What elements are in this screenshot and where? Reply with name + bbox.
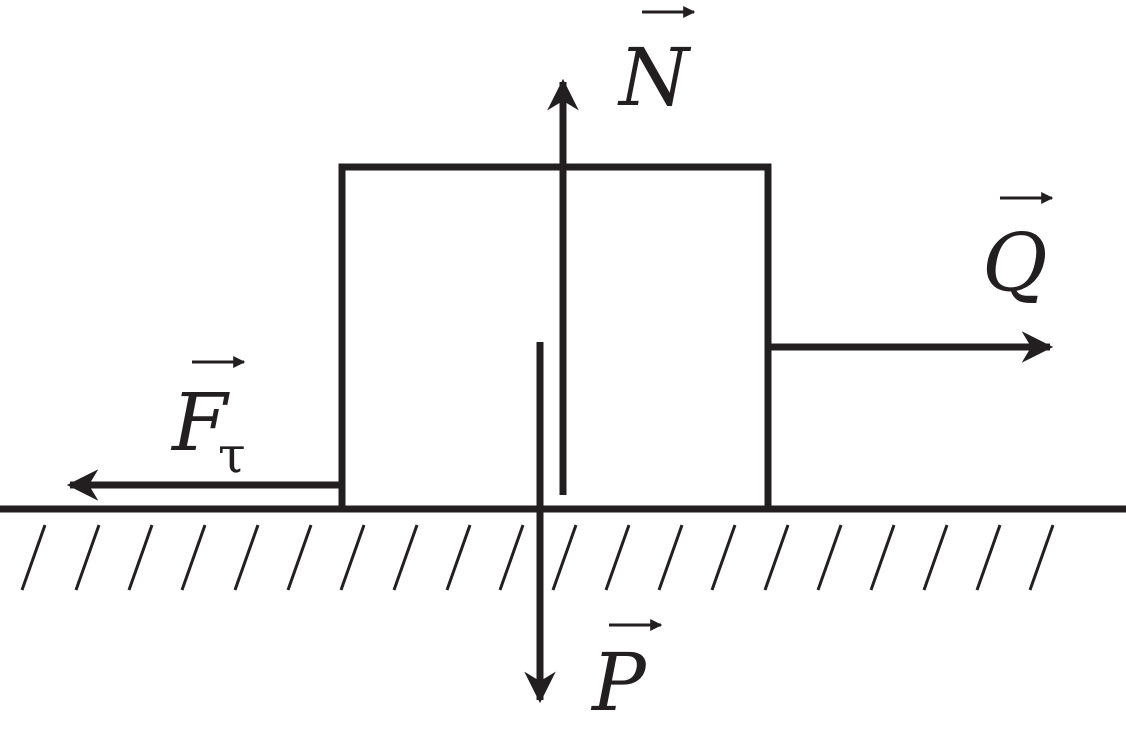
friction-subscript: τ [218, 426, 246, 484]
weight-force-label: P [590, 636, 647, 729]
applied-force-label: Q [982, 216, 1048, 309]
normal-force-label: N [617, 31, 692, 124]
ground-hatching [20, 524, 1055, 591]
friction-force-label: F [170, 376, 230, 469]
block [338, 163, 772, 513]
